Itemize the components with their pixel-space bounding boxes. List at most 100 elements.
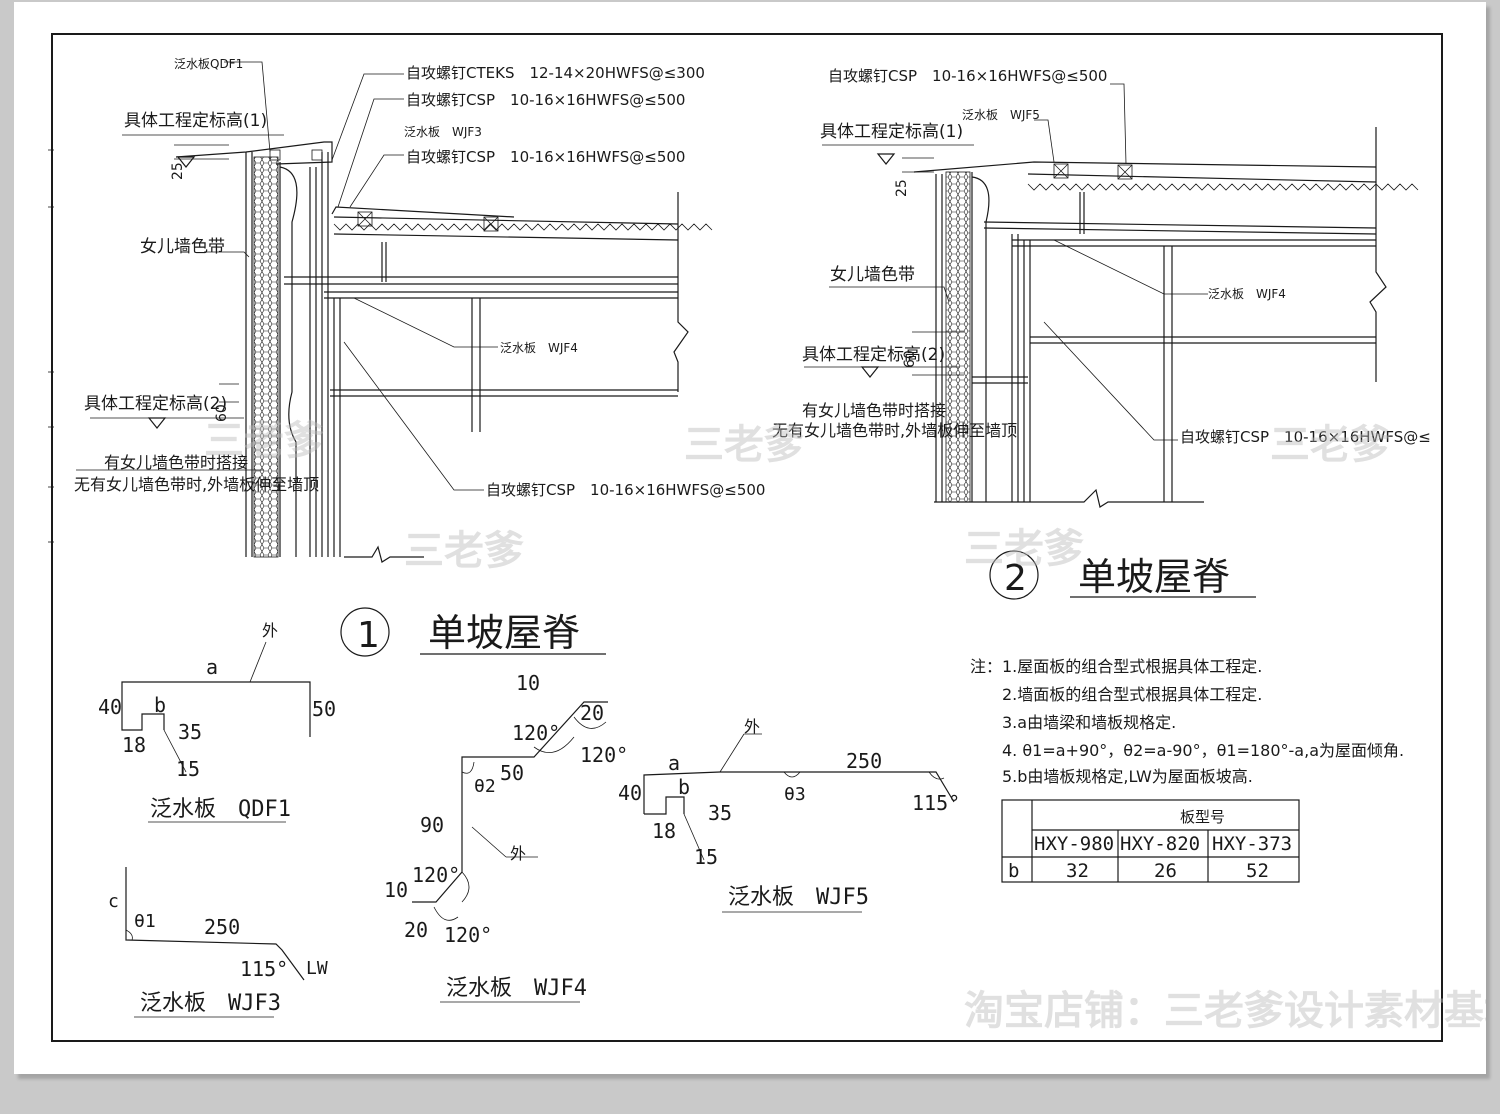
detail-1-title: 单坡屋脊 xyxy=(428,611,580,655)
label-dim-25: 25 xyxy=(170,162,186,180)
wjf3-name: 泛水板 WJF3 xyxy=(140,991,281,1016)
wjf4-d10a: 10 xyxy=(516,671,540,695)
qdf1-d18: 18 xyxy=(122,733,146,757)
note-5: 5.b由墙板规格定,LW为屋面板坡高. xyxy=(1002,767,1253,786)
label-wjf4-r: 泛水板 WJF4 xyxy=(1208,287,1286,301)
wjf5-out: 外 xyxy=(744,717,760,736)
note-4: 4. θ1=a+90°，θ2=a-90°，θ1=180°-a,a为屋面倾角. xyxy=(1002,741,1404,760)
table-header: 板型号 xyxy=(1180,808,1225,826)
wjf5-b: b xyxy=(678,775,690,799)
wjf5-d40: 40 xyxy=(618,781,642,805)
wjf3-d250: 250 xyxy=(204,915,240,939)
wjf4-a120b: 120° xyxy=(580,743,628,767)
note-3: 3.a由墙梁和墙板规格定. xyxy=(1002,713,1176,732)
wjf4-theta: θ2 xyxy=(474,776,496,797)
margin-ticks xyxy=(48,149,54,543)
wjf4-a120c: 120° xyxy=(412,863,460,887)
detail-1-number-circle xyxy=(340,607,390,657)
note-2: 2.墙面板的组合型式根据具体工程定. xyxy=(1002,685,1262,704)
qdf1-b: b xyxy=(154,693,166,717)
qdf1-d50: 50 xyxy=(312,697,336,721)
drawing-frame xyxy=(51,33,1443,1042)
wjf5-sketch xyxy=(643,733,955,913)
label-parapet-band: 女儿墙色带 xyxy=(140,237,225,257)
qdf1-name: 泛水板 QDF1 xyxy=(150,797,291,822)
qdf1-a: a xyxy=(206,655,218,679)
wjf3-d115: 115° xyxy=(240,957,288,981)
watermark-3: 三老爹 xyxy=(404,528,524,574)
detail-2-title: 单坡屋脊 xyxy=(1078,555,1230,599)
watermark-5: 三老爹 xyxy=(1270,422,1390,468)
label-parapet-band-r: 女儿墙色带 xyxy=(830,265,915,285)
wjf4-d20a: 20 xyxy=(580,701,604,725)
wjf4-d20b: 20 xyxy=(404,918,428,942)
wjf4-a120d: 120° xyxy=(444,923,492,947)
wjf4-d90: 90 xyxy=(420,813,444,837)
label-wjf3-top: 泛水板 WJF3 xyxy=(404,125,482,139)
detail-1-number: 1 xyxy=(357,615,380,656)
wjf5-a: a xyxy=(668,751,680,775)
wjf5-name: 泛水板 WJF5 xyxy=(728,885,869,910)
watermark-2: 三老爹 xyxy=(684,422,804,468)
label-band-note-1-r: 有女儿墙色带时搭接 xyxy=(802,401,946,420)
detail-2-number-circle xyxy=(989,550,1039,600)
qdf1-out: 外 xyxy=(262,621,278,640)
qdf1-d15: 15 xyxy=(176,757,200,781)
wjf3-lw: LW xyxy=(306,958,328,979)
label-wjf4-mid: 泛水板 WJF4 xyxy=(500,341,578,355)
label-band-note-2-r: 无有女儿墙色带时,外墙板伸至墙顶 xyxy=(772,421,1017,440)
table-value-1: 32 xyxy=(1066,860,1089,882)
table-col-2: HXY-820 xyxy=(1120,833,1200,855)
label-dim-25-r: 25 xyxy=(894,179,910,197)
label-band-note-1: 有女儿墙色带时搭接 xyxy=(104,453,248,472)
label-dim-60-r: 60 xyxy=(902,350,918,368)
wjf5-d15: 15 xyxy=(694,845,718,869)
detail-2-section xyxy=(804,83,1419,508)
label-screw-csp-b: 自攻螺钉CSP 10-16×16HWFS@≤500 xyxy=(406,148,685,166)
detail-2-number: 2 xyxy=(1004,558,1027,599)
wjf4-out: 外 xyxy=(510,844,526,863)
label-std-elev-2-r: 具体工程定标高(2) xyxy=(802,345,945,365)
watermark-shop: 淘宝店铺：三老爹设计素材基地 xyxy=(964,988,1486,1034)
roof-panel-1 xyxy=(333,216,679,225)
label-std-elev-2: 具体工程定标高(2) xyxy=(84,394,227,414)
wjf5-d250: 250 xyxy=(846,749,882,773)
cad-drawing: 泛水板QDF1 具体工程定标高(1) 自攻螺钉CTEKS 12-14×20HWF… xyxy=(48,33,1486,1042)
label-std-elev-1-r: 具体工程定标高(1) xyxy=(820,122,963,142)
qdf1-sketch xyxy=(121,641,311,823)
table-col-3: HXY-373 xyxy=(1212,833,1292,855)
wjf5-d35: 35 xyxy=(708,801,732,825)
wjf3-sketch xyxy=(125,867,305,1018)
label-screw-csp-a: 自攻螺钉CSP 10-16×16HWFS@≤500 xyxy=(406,91,685,109)
watermark-1: 三老爹 xyxy=(204,418,324,464)
label-screw-csp-r2: 自攻螺钉CSP 10-16×16HWFS@≤ xyxy=(1180,428,1431,446)
wjf4-sketch xyxy=(412,701,608,1003)
drawing-sheet: 泛水板QDF1 具体工程定标高(1) 自攻螺钉CTEKS 12-14×20HWF… xyxy=(14,2,1486,1074)
label-std-elev-1: 具体工程定标高(1) xyxy=(124,111,267,131)
table-value-3: 52 xyxy=(1246,860,1269,882)
qdf1-d40: 40 xyxy=(98,695,122,719)
label-wjf5-top: 泛水板 WJF5 xyxy=(962,108,1040,122)
label-screw-csp-r1: 自攻螺钉CSP 10-16×16HWFS@≤500 xyxy=(828,67,1107,85)
wjf5-theta: θ3 xyxy=(784,784,806,805)
label-qdf1-top: 泛水板QDF1 xyxy=(174,57,243,71)
plate-type-table-grid xyxy=(1001,799,1300,883)
label-dim-60: 60 xyxy=(214,404,230,422)
wjf5-d115: 115° xyxy=(912,791,960,815)
table-value-2: 26 xyxy=(1154,860,1177,882)
label-screw-csp-c: 自攻螺钉CSP 10-16×16HWFS@≤500 xyxy=(486,481,765,499)
watermark-4: 三老爹 xyxy=(964,526,1084,572)
table-row-label: b xyxy=(1008,860,1019,882)
table-col-1: HXY-980 xyxy=(1034,833,1114,855)
label-band-note-2: 无有女儿墙色带时,外墙板伸至墙顶 xyxy=(74,475,319,494)
wjf4-name: 泛水板 WJF4 xyxy=(446,976,587,1001)
qdf1-d35: 35 xyxy=(178,720,202,744)
wjf4-a120a: 120° xyxy=(512,721,560,745)
note-1: 注：1.屋面板的组合型式根据具体工程定. xyxy=(970,657,1262,676)
label-screw-cteks: 自攻螺钉CTEKS 12-14×20HWFS@≤300 xyxy=(406,64,705,82)
wjf4-d50: 50 xyxy=(500,761,524,785)
detail-1-section xyxy=(76,61,713,563)
wjf5-d18: 18 xyxy=(652,819,676,843)
wjf3-theta: θ1 xyxy=(134,911,156,932)
wjf3-c: c xyxy=(108,891,119,912)
